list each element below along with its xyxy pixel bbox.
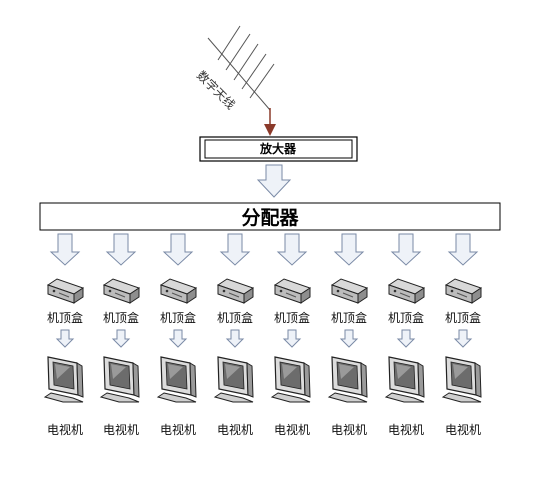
hollow-down-arrow-icon	[55, 329, 75, 348]
set-top-box-icon	[46, 278, 85, 304]
hollow-down-arrow-icon	[111, 329, 131, 348]
set-top-box-icon	[159, 278, 198, 304]
hollow-down-arrow-icon	[105, 233, 137, 266]
tv-label: 电视机	[388, 422, 424, 437]
tv-label: 电视机	[217, 422, 253, 437]
set-top-box-icon	[102, 278, 141, 304]
hollow-down-arrow-icon	[282, 329, 302, 348]
antenna-icon	[207, 25, 275, 111]
tv-monitor-icon	[270, 356, 311, 403]
tv-label: 电视机	[445, 422, 481, 437]
set-top-box-label: 机顶盒	[445, 310, 481, 325]
hollow-down-arrow-icon	[453, 329, 473, 348]
amplifier-label: 放大器	[259, 141, 297, 156]
set-top-box-label: 机顶盒	[47, 310, 83, 325]
tv-monitor-icon	[213, 356, 254, 403]
amplifier-box: 放大器	[199, 136, 358, 162]
tv-label: 电视机	[331, 422, 367, 437]
hollow-down-arrow-icon	[396, 329, 416, 348]
hollow-down-arrow-icon	[162, 233, 194, 266]
tv-label: 电视机	[160, 422, 196, 437]
set-top-box-label: 机顶盒	[160, 310, 196, 325]
tv-monitor-icon	[156, 356, 197, 403]
set-top-box-label: 机顶盒	[103, 310, 139, 325]
set-top-box-label: 机顶盒	[331, 310, 367, 325]
hollow-down-arrow-icon	[256, 164, 292, 198]
tv-monitor-icon	[43, 356, 84, 403]
hollow-down-arrow-icon	[339, 329, 359, 348]
tv-monitor-icon	[384, 356, 425, 403]
hollow-down-arrow-icon	[168, 329, 188, 348]
antenna-label: 数字天线	[194, 68, 239, 113]
set-top-box-icon	[444, 278, 483, 304]
hollow-down-arrow-icon	[49, 233, 81, 266]
hollow-down-arrow-icon	[276, 233, 308, 266]
tv-monitor-icon	[441, 356, 482, 403]
splitter-box: 分配器	[39, 202, 501, 231]
set-top-box-icon	[273, 278, 312, 304]
hollow-down-arrow-icon	[390, 233, 422, 266]
tv-label: 电视机	[103, 422, 139, 437]
hollow-down-arrow-icon	[333, 233, 365, 266]
set-top-box-icon	[330, 278, 369, 304]
hollow-down-arrow-icon	[225, 329, 245, 348]
tv-monitor-icon	[99, 356, 140, 403]
tv-monitor-icon	[327, 356, 368, 403]
tv-label: 电视机	[274, 422, 310, 437]
hollow-down-arrow-icon	[447, 233, 479, 266]
tv-label: 电视机	[47, 422, 83, 437]
set-top-box-icon	[216, 278, 255, 304]
set-top-box-label: 机顶盒	[217, 310, 253, 325]
set-top-box-icon	[387, 278, 426, 304]
splitter-label: 分配器	[241, 207, 299, 229]
set-top-box-label: 机顶盒	[274, 310, 310, 325]
hollow-down-arrow-icon	[219, 233, 251, 266]
set-top-box-label: 机顶盒	[388, 310, 424, 325]
